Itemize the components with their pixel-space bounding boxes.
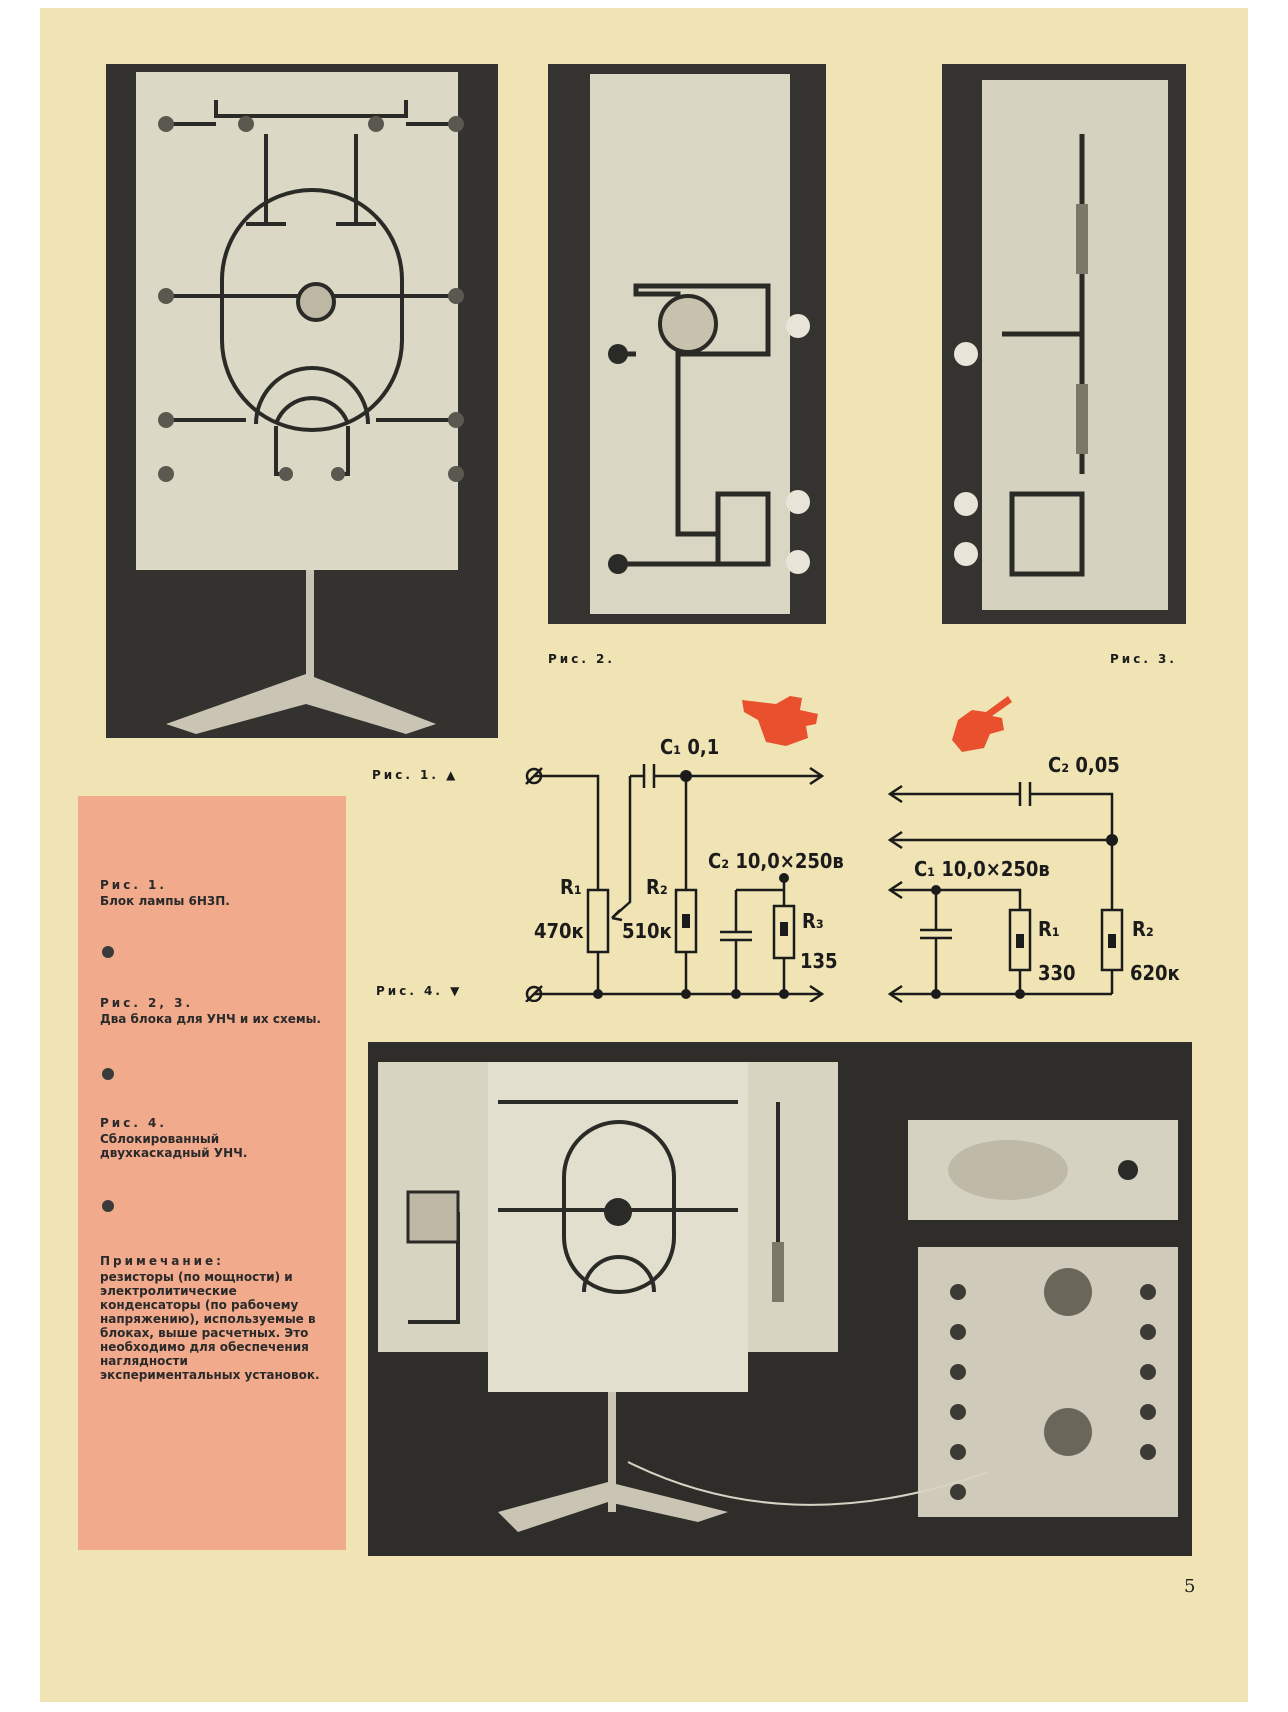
sidebar-fig1-title: Рис. 1. xyxy=(100,878,167,892)
right-r2-value: 620к xyxy=(1130,961,1180,985)
left-r3-value: 135 xyxy=(800,949,838,973)
right-c1-label: C₁ 10,0×250в xyxy=(914,857,1050,881)
sidebar-fig4-text: Сблокированный двухкаскадный УНЧ. xyxy=(100,1132,248,1160)
caption-fig2: Рис. 2. xyxy=(548,652,615,666)
hand-pointer-icon xyxy=(742,696,818,746)
sidebar-notes: Рис. 1. Блок лампы 6Н3П. Рис. 2, 3. Два … xyxy=(78,796,346,1550)
left-c2-label: C₂ 10,0×250в xyxy=(708,849,844,873)
left-r2-label: R₂ xyxy=(646,875,668,899)
right-r1-label: R₁ xyxy=(1038,917,1060,941)
bullet-icon xyxy=(102,1200,114,1212)
sidebar-fig23-title: Рис. 2, 3. xyxy=(100,996,194,1010)
sidebar-fig1-text: Блок лампы 6Н3П. xyxy=(100,894,230,908)
caption-fig3: Рис. 3. xyxy=(1110,652,1177,666)
left-c1-label: C₁ 0,1 xyxy=(660,735,719,759)
sidebar-note-text: резисторы (по мощности) и электролитичес… xyxy=(100,1270,320,1382)
page-number: 5 xyxy=(1184,1576,1196,1597)
photo-fig3-block xyxy=(942,64,1186,624)
sidebar-fig23-text: Два блока для УНЧ и их схемы. xyxy=(100,1012,322,1026)
sidebar-note-title: Примечание: xyxy=(100,1254,224,1268)
left-r1-label: R₁ xyxy=(560,875,582,899)
photo-fig1-lamp-block xyxy=(106,64,498,738)
right-c2-label: C₂ 0,05 xyxy=(1048,753,1120,777)
bullet-icon xyxy=(102,946,114,958)
bullet-icon xyxy=(102,1068,114,1080)
left-r3-label: R₃ xyxy=(802,909,824,933)
left-r1-value: 470к xyxy=(534,919,584,943)
sidebar-fig4-title: Рис. 4. xyxy=(100,1116,167,1130)
hand-pointer-icon xyxy=(952,696,1012,752)
right-r1-value: 330 xyxy=(1038,961,1076,985)
photo-fig2-block xyxy=(548,64,826,624)
photo-fig4-assembled-amplifier xyxy=(368,1042,1192,1556)
right-r2-label: R₂ xyxy=(1132,917,1154,941)
left-r2-value: 510к xyxy=(622,919,672,943)
caption-fig4: Рис. 4. ▼ xyxy=(376,984,463,998)
schematic-amplifier-stage-left: C₁ 0,1 C₂ 10,0×250в R₁ 470к R₂ 510к R₃ 1… xyxy=(525,735,844,1002)
schematic-amplifier-stage-right: C₂ 0,05 C₁ 10,0×250в R₁ 330 R₂ 620к xyxy=(887,753,1180,1004)
caption-fig1: Рис. 1. ▲ xyxy=(372,768,459,782)
